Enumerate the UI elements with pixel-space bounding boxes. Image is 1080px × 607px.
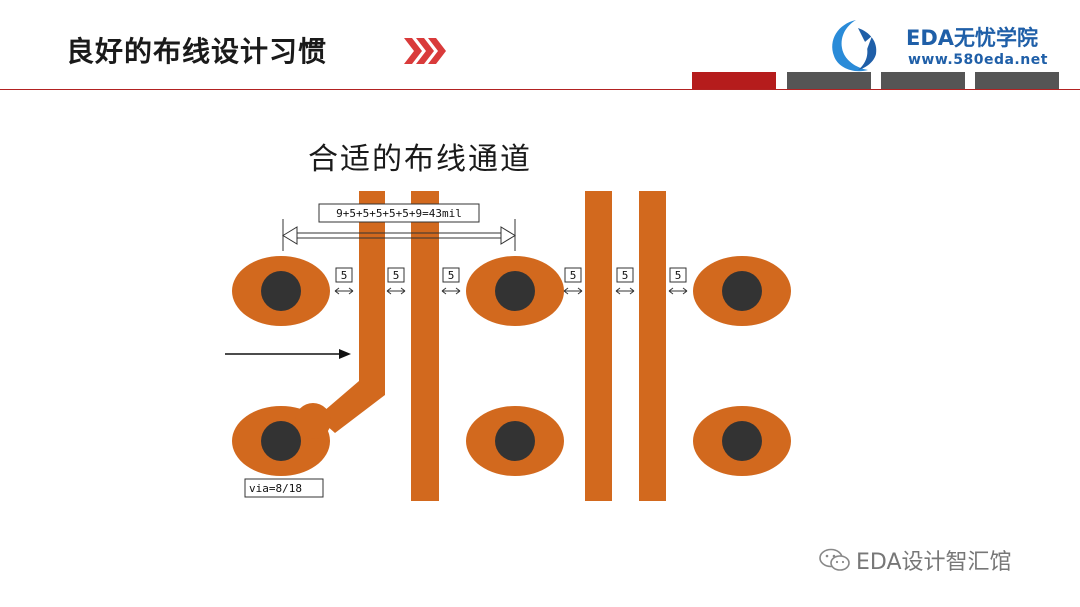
gap-marker-2: 5 xyxy=(386,267,406,295)
trace-3 xyxy=(585,191,612,501)
header-accent-bar-gray-3 xyxy=(975,72,1059,89)
header-divider xyxy=(0,89,1080,90)
width-dimension-arrow xyxy=(282,219,516,251)
gap-label-3: 5 xyxy=(448,269,455,282)
gap-marker-3: 5 xyxy=(441,267,461,295)
pad-bottom-right xyxy=(693,406,791,476)
header-accent-bar-gray-1 xyxy=(787,72,871,89)
gap-label-1: 5 xyxy=(341,269,348,282)
width-label: 9+5+5+5+5+5+9=43mil xyxy=(336,207,462,220)
pad-top-middle xyxy=(466,256,564,326)
wechat-icon xyxy=(819,548,850,571)
gap-marker-5: 5 xyxy=(615,267,635,295)
width-label-box xyxy=(318,203,480,223)
brand-url: www.580eda.net xyxy=(908,52,1048,68)
routing-channel-diagram: 9+5+5+5+5+5+9=43mil 5 5 5 5 5 5 via=8/18 xyxy=(225,191,791,501)
brand-logo-icon xyxy=(832,20,877,72)
pad-bottom-left xyxy=(232,403,331,476)
watermark-text: EDA设计智汇馆 xyxy=(856,550,1012,575)
pad-top-left xyxy=(232,256,330,326)
gap-label-6: 5 xyxy=(675,269,682,282)
diagram-title: 合适的布线通道 xyxy=(308,142,532,177)
pad-bottom-middle xyxy=(466,406,564,476)
chevron-right-icon xyxy=(404,38,446,64)
pad-top-right xyxy=(693,256,791,326)
trace-1 xyxy=(359,191,385,387)
via-label: via=8/18 xyxy=(249,482,302,495)
pointer-arrow xyxy=(225,349,351,359)
gap-label-5: 5 xyxy=(622,269,629,282)
gap-marker-1: 5 xyxy=(334,267,354,295)
gap-marker-4: 5 xyxy=(563,267,583,295)
gap-label-4: 5 xyxy=(570,269,577,282)
trace-4 xyxy=(639,191,666,501)
gap-label-2: 5 xyxy=(393,269,400,282)
header-accent-bar-red xyxy=(692,72,776,89)
trace-diagonal xyxy=(317,381,385,433)
brand-name: EDA无忧学院 xyxy=(906,26,1039,50)
gap-marker-6: 5 xyxy=(668,267,688,295)
page-title: 良好的布线设计习惯 xyxy=(66,35,328,68)
via-label-box xyxy=(244,478,324,498)
header-accent-bar-gray-2 xyxy=(881,72,965,89)
trace-2 xyxy=(411,191,439,501)
